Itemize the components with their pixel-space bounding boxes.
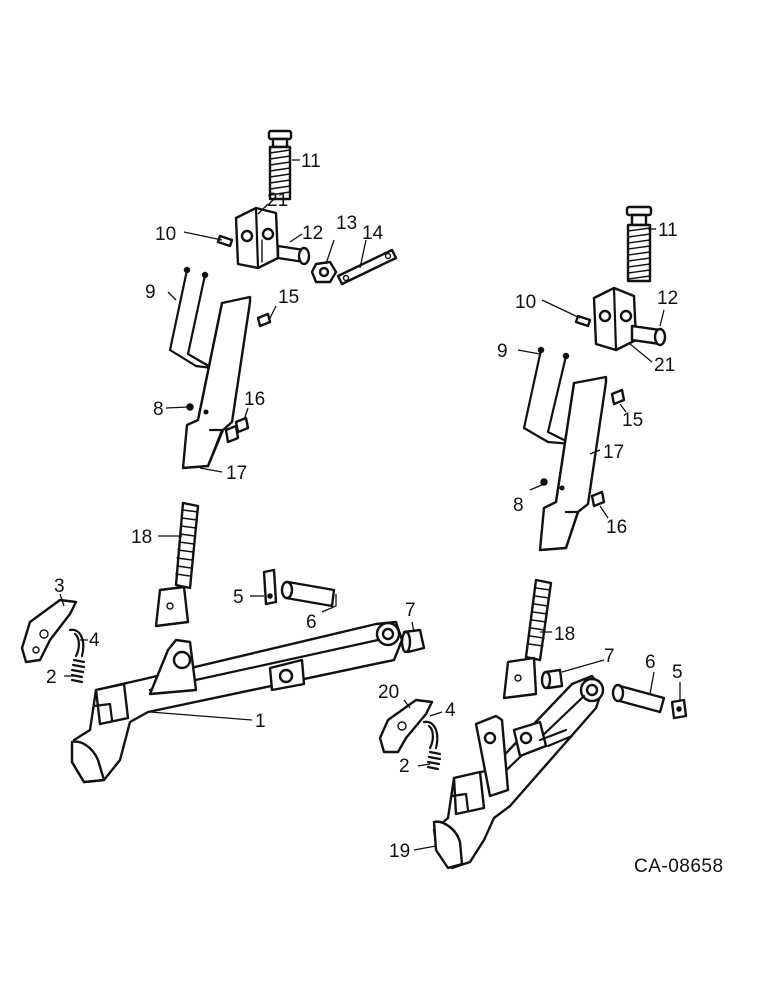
callout-right-17: 17 [603, 442, 624, 463]
callout-left-3: 3 [54, 576, 65, 597]
callout-left-17: 17 [226, 463, 247, 484]
callout-right-8: 8 [513, 495, 524, 516]
left-latch [20, 598, 78, 664]
left-strap [336, 248, 398, 286]
right-coil-spring [426, 750, 442, 771]
callout-left-6: 6 [306, 612, 317, 633]
callout-right-21: 21 [654, 355, 675, 376]
callout-left-21: 21 [267, 190, 288, 211]
right-keeper-plate [670, 698, 688, 720]
callout-left-14: 14 [362, 223, 384, 244]
callout-right-19: 19 [389, 841, 410, 862]
left-coil-spring [70, 658, 86, 684]
callout-left-2: 2 [46, 667, 57, 688]
right-wire-retainer [522, 346, 574, 446]
callout-right-9: 9 [497, 341, 508, 362]
callout-left-15: 15 [278, 287, 299, 308]
left-wire-retainer [168, 266, 214, 370]
right-lower-link [432, 674, 605, 870]
left-lower-link-assembly [20, 129, 426, 784]
right-adjusting-screw [625, 205, 653, 283]
left-clevis-pin [276, 244, 311, 266]
left-spring-16 [234, 416, 250, 434]
callout-right-15: 15 [622, 410, 643, 431]
right-spring-16 [590, 490, 606, 508]
callout-left-16: 16 [244, 389, 265, 410]
drawing-code: CA-08658 [634, 856, 724, 877]
right-spring-clip [422, 720, 439, 750]
left-spring-15 [256, 312, 272, 328]
callout-right-5: 5 [672, 662, 683, 683]
callout-right-7: 7 [604, 646, 615, 667]
right-clevis [592, 286, 638, 352]
callout-right-6: 6 [645, 652, 656, 673]
right-spring-15 [610, 388, 626, 406]
callout-left-9: 9 [145, 282, 156, 303]
left-lower-rod [154, 501, 200, 628]
callout-left-12: 12 [302, 223, 323, 244]
callout-right-16: 16 [606, 517, 627, 538]
left-lower-pin [280, 580, 336, 608]
left-bushing [400, 628, 426, 654]
right-latch [378, 698, 434, 754]
callout-left-5: 5 [233, 587, 244, 608]
left-small-pin [216, 234, 234, 248]
callout-left-13: 13 [336, 213, 357, 234]
callout-left-4: 4 [89, 630, 100, 651]
left-spring-clip [68, 628, 85, 658]
left-adjusting-screw [267, 129, 293, 201]
callout-right-4: 4 [445, 700, 456, 721]
callout-left-1: 1 [255, 711, 266, 732]
callout-left-18: 18 [131, 527, 152, 548]
left-keeper-plate [262, 568, 278, 606]
callout-left-11: 11 [301, 151, 321, 172]
right-small-pin [574, 314, 592, 328]
callout-right-11: 11 [658, 220, 678, 241]
right-lower-pin [611, 683, 666, 714]
right-lower-rod [502, 578, 553, 700]
callout-left-7: 7 [405, 600, 416, 621]
left-lower-link [70, 620, 404, 784]
callout-left-10: 10 [155, 224, 176, 245]
left-lift-tube [181, 295, 252, 470]
left-clevis [234, 206, 280, 270]
callout-right-10: 10 [515, 292, 536, 313]
right-clevis-pin [630, 324, 667, 347]
left-callouts: 11 21 10 12 13 14 9 15 8 16 17 18 3 4 2 … [46, 151, 416, 732]
right-ball-8 [540, 478, 548, 486]
callout-right-18: 18 [554, 624, 575, 645]
callout-right-12: 12 [657, 288, 678, 309]
right-lift-tube [538, 375, 608, 552]
left-nut [310, 260, 338, 284]
callout-right-2: 2 [399, 756, 410, 777]
right-callouts: 11 10 12 21 9 15 17 8 16 18 7 6 5 20 4 2… [378, 220, 683, 862]
callout-right-20: 20 [378, 682, 399, 703]
right-bushing [540, 668, 564, 690]
callout-left-8: 8 [153, 399, 164, 420]
right-lower-link-assembly [378, 205, 688, 870]
leader-lines [59, 159, 681, 851]
